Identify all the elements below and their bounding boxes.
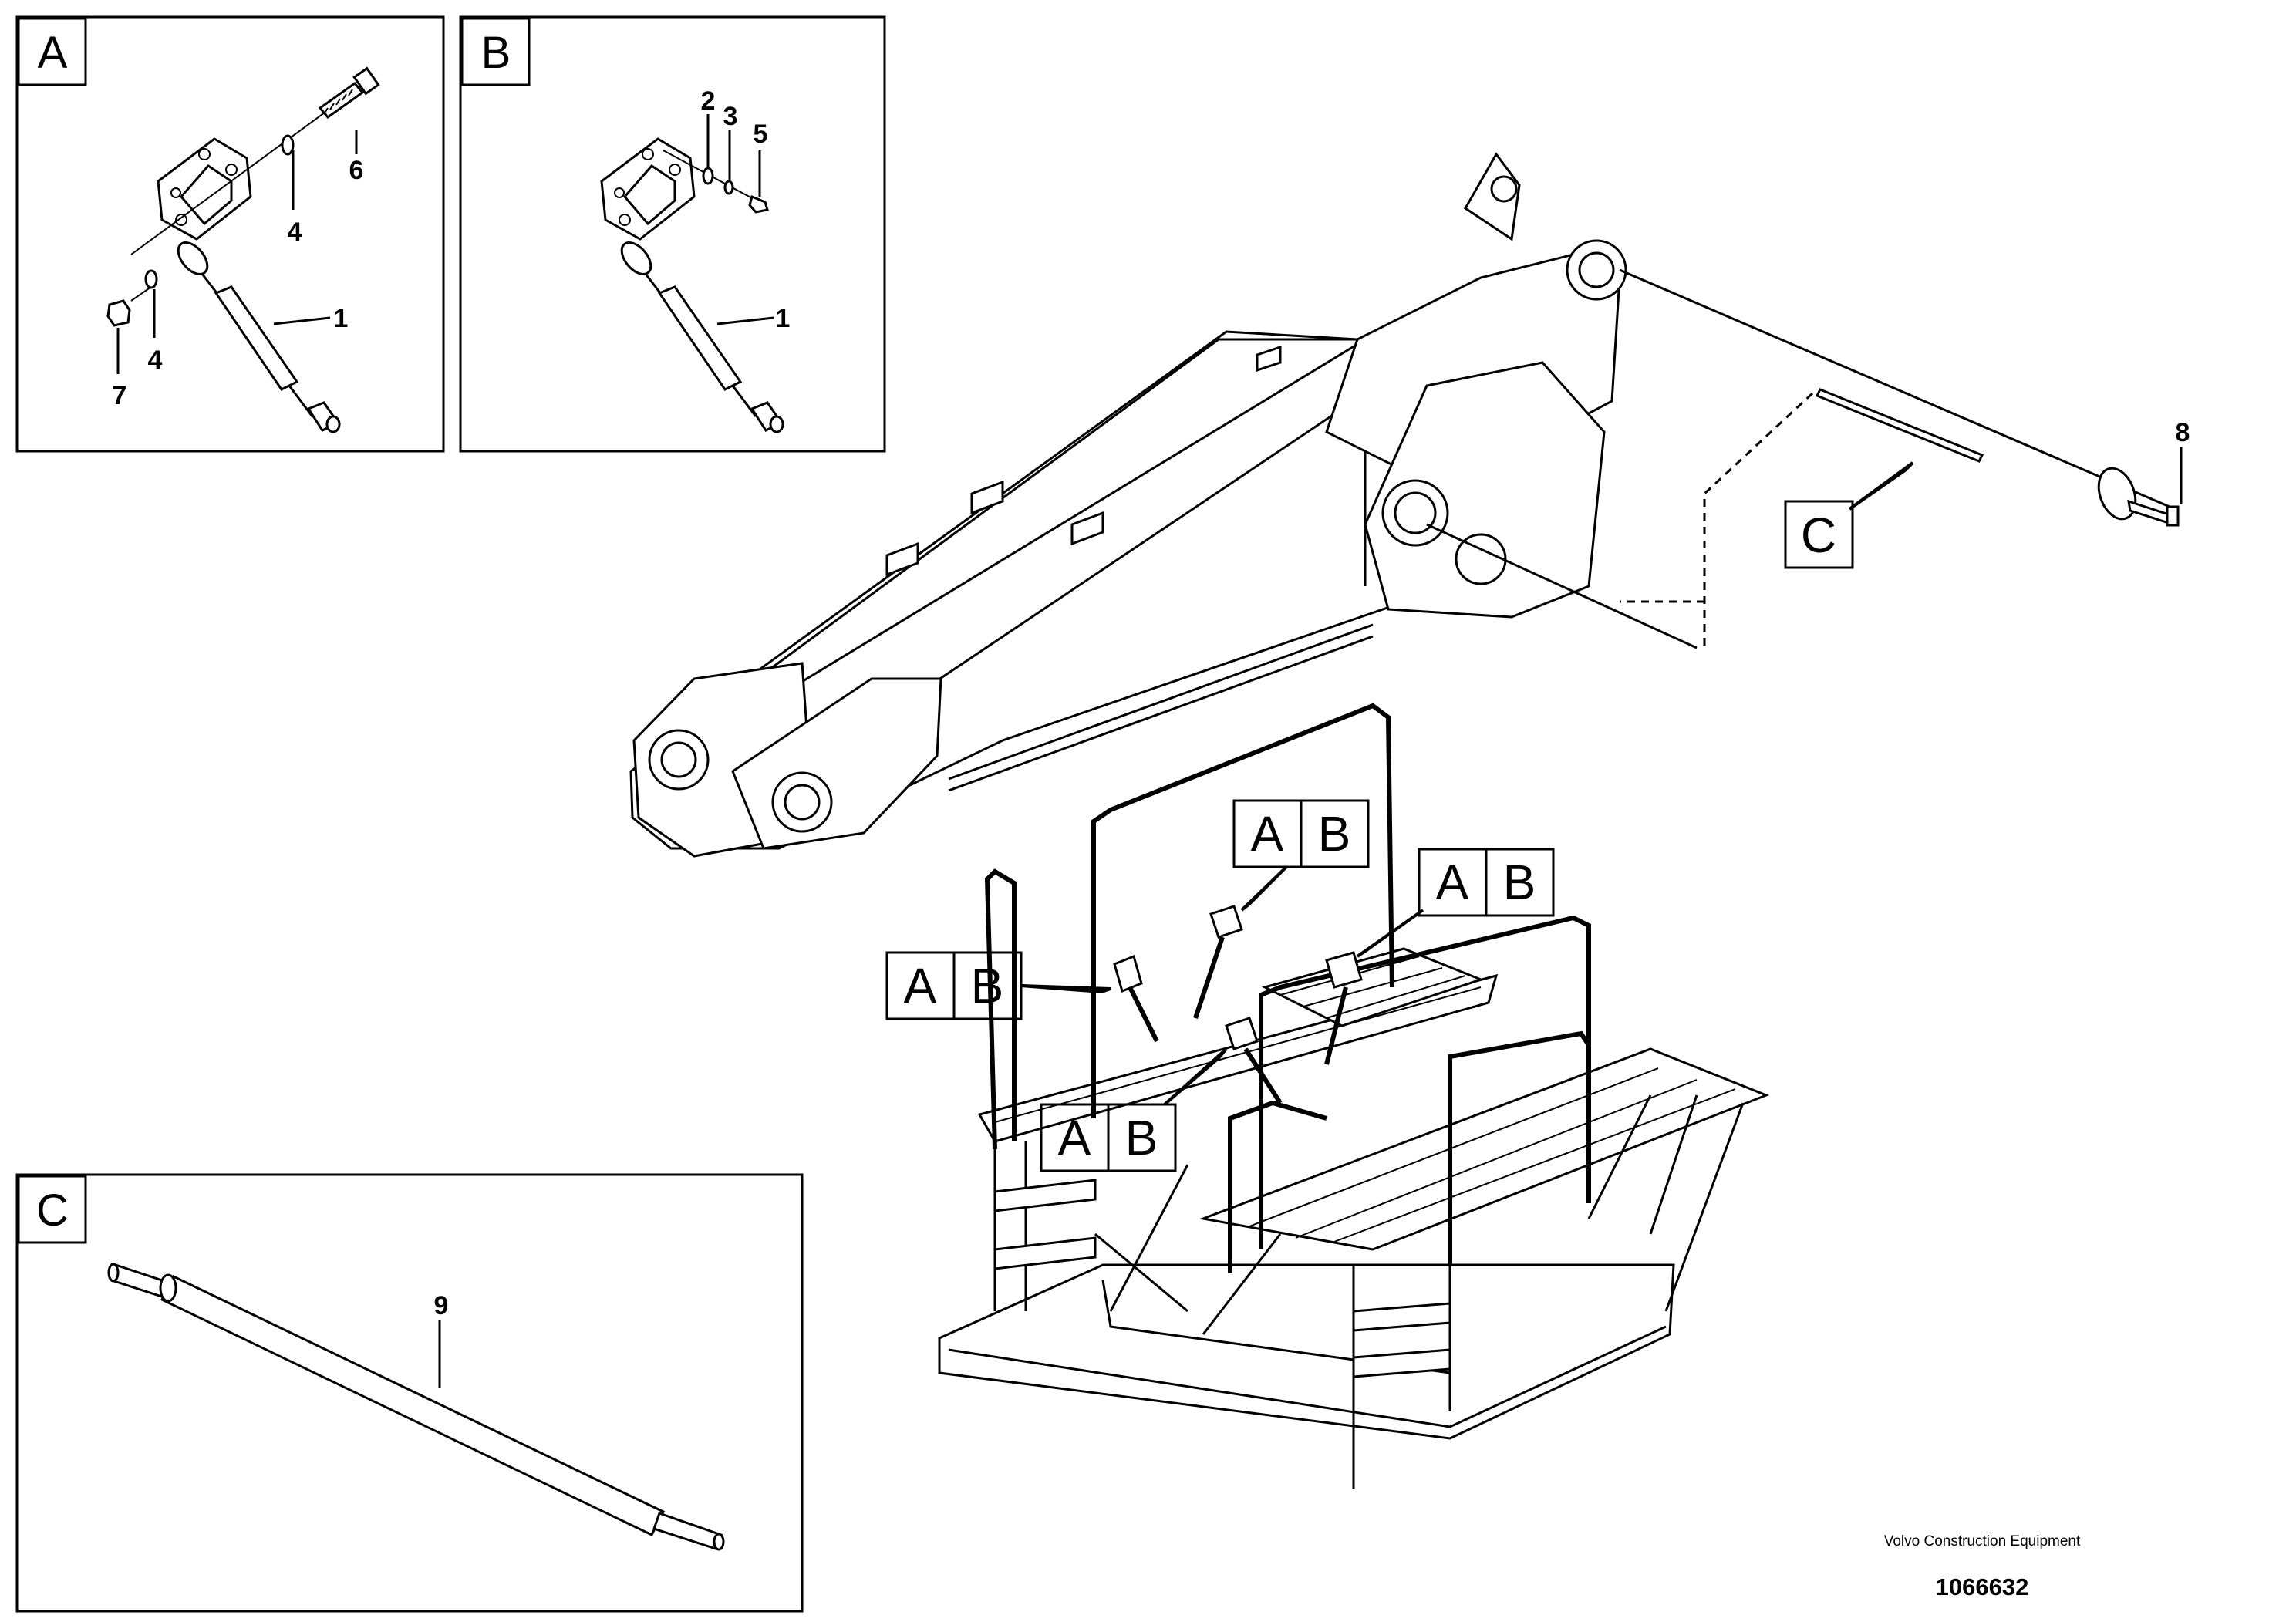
panel-a-letter: A: [38, 28, 68, 78]
ref-box-ab-2-a: A: [1436, 855, 1469, 910]
ref-box-ab-2-b: B: [1503, 855, 1536, 910]
footer-number: 1066632: [1935, 1573, 2029, 1600]
callout-b-1: 1: [776, 304, 791, 333]
ref-box-ab-1-a: A: [1251, 806, 1284, 862]
ref-box-ab-3-b: B: [971, 958, 1004, 1013]
ref-box-ab-3-a: A: [904, 958, 937, 1013]
panel-c-letter: C: [36, 1185, 69, 1236]
washer-a-upper: [281, 134, 295, 156]
washer-a-lower: [144, 269, 158, 289]
callout-a-7: 7: [113, 381, 127, 410]
callout-b-2: 2: [701, 86, 716, 116]
bracket-plate-b: [600, 137, 696, 241]
panel-b-letter: B: [481, 28, 511, 78]
bracket-plate-a: [157, 137, 252, 241]
shaft-c: [107, 1263, 725, 1551]
ref-box-ab-3[interactable]: A B: [885, 951, 1111, 1020]
platform-turnbuckle-1: [1113, 954, 1159, 1043]
boom-assembly: [629, 152, 1627, 858]
callout-a-4-upper: 4: [288, 218, 302, 247]
lockwasher-b: [723, 180, 734, 195]
footer-brand: Volvo Construction Equipment: [1883, 1533, 2081, 1549]
turnbuckle-b: [620, 241, 784, 433]
ref-box-ab-1-b: B: [1318, 806, 1351, 862]
platform-turnbuckle-2: [1193, 905, 1243, 1019]
pin-line: [1426, 268, 2180, 649]
callout-8: 8: [2176, 418, 2190, 447]
platform-turnbuckle-3: [1225, 1017, 1283, 1104]
callout-box-c[interactable]: C: [1784, 461, 1914, 569]
callout-a-4-lower: 4: [148, 346, 163, 375]
detail-panel-c: C 9: [15, 1173, 804, 1613]
callout-box-c-letter: C: [1801, 508, 1836, 563]
turnbuckle-a: [177, 241, 341, 433]
washer-b: [702, 167, 714, 185]
washer-8: [2097, 467, 2137, 521]
callout-a-1: 1: [334, 304, 349, 333]
ref-box-ab-4-b: B: [1125, 1110, 1158, 1165]
platform-turnbuckle-4: [1324, 951, 1363, 1065]
bolt-a: [130, 66, 380, 255]
service-platform: [938, 703, 1770, 1489]
detail-panel-b: B 2 3 5 1: [459, 15, 886, 453]
ref-box-ab-1[interactable]: A B: [1232, 799, 1370, 912]
ref-box-ab-4[interactable]: A B: [1040, 1047, 1228, 1172]
screw-b: [748, 194, 769, 214]
nut-a: [106, 299, 131, 327]
ref-box-ab-4-a: A: [1058, 1110, 1091, 1165]
callout-b-3: 3: [723, 102, 738, 131]
detail-panel-a: A: [15, 15, 445, 453]
callout-b-5: 5: [754, 120, 768, 149]
ref-box-ab-2[interactable]: A B: [1356, 848, 1555, 958]
callout-a-6: 6: [349, 156, 364, 185]
callout-c-9: 9: [434, 1291, 449, 1320]
